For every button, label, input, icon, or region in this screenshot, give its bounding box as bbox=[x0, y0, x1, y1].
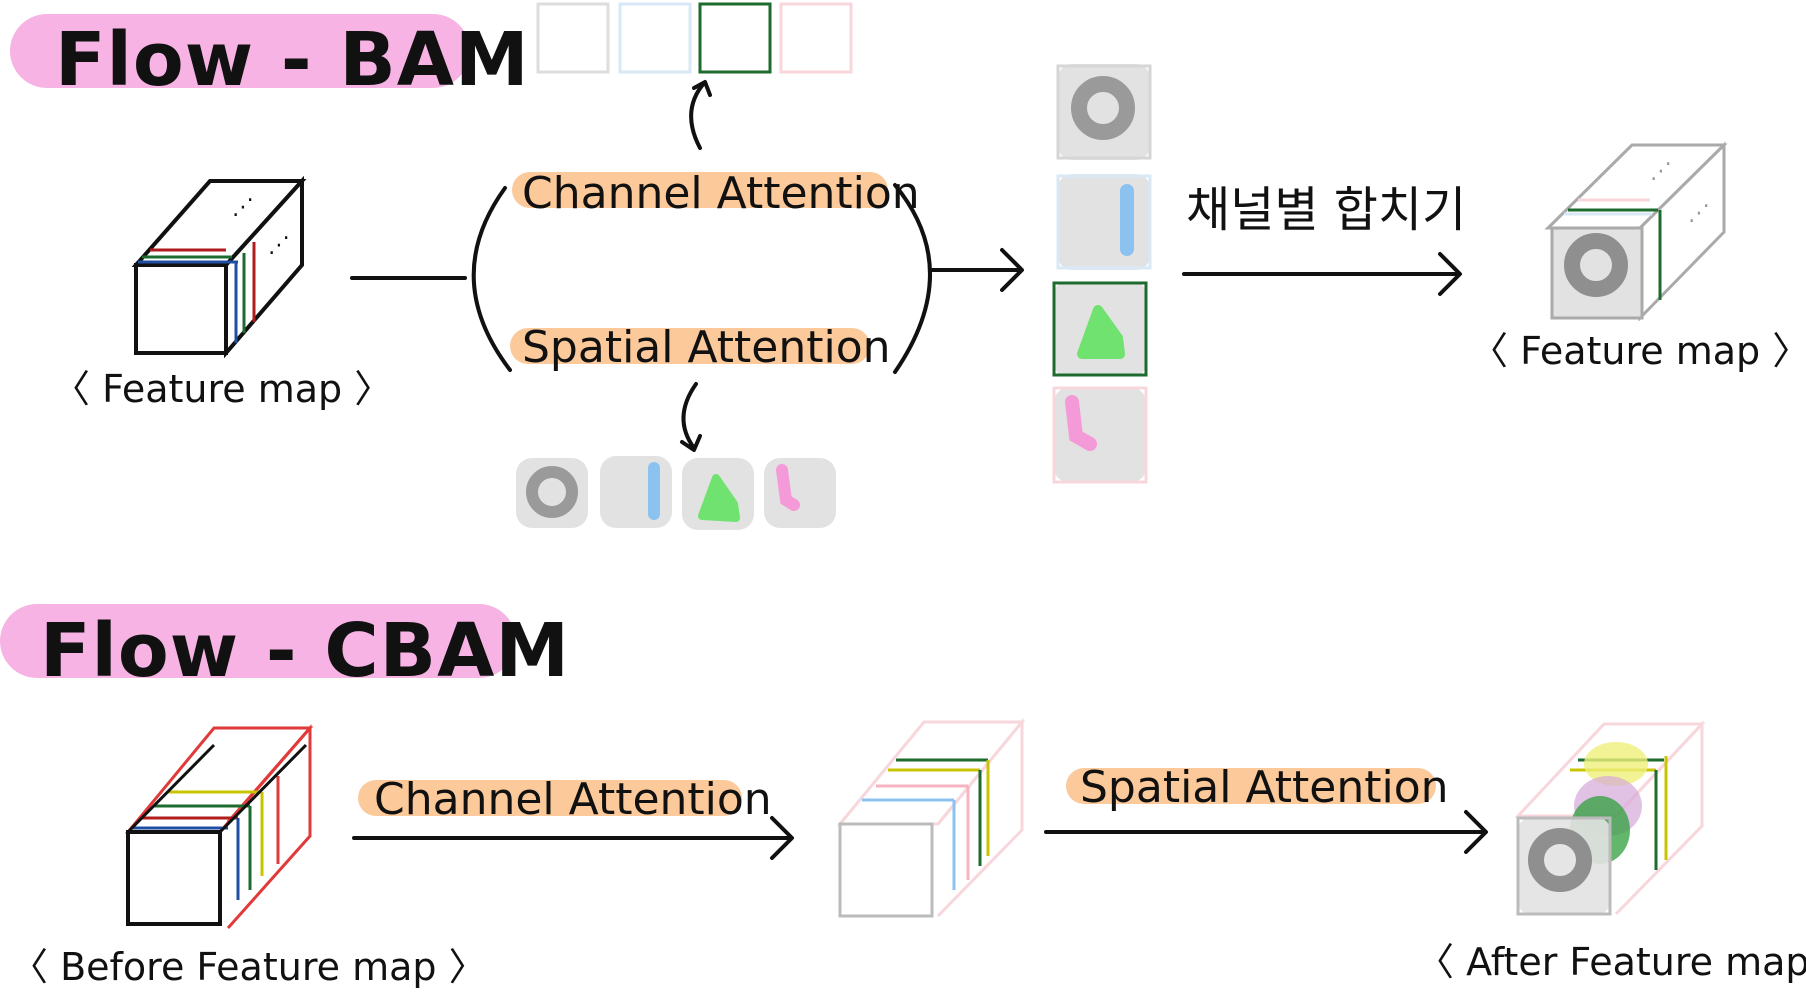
bam-input-caption: 〈 Feature map 〉 bbox=[52, 367, 392, 411]
bam-merge-arrow bbox=[1184, 254, 1460, 294]
bam-section: Flow - BAM ⋰ ⋰ 〈 Feature map 〉 Channel A… bbox=[10, 4, 1806, 530]
bam-refined-stack bbox=[1054, 64, 1150, 482]
cbam-intermediate-cube bbox=[840, 722, 1022, 916]
bam-merge-label: 채널별 합치기 bbox=[1186, 182, 1466, 238]
bam-output-feature-cube: ⋰ ⋰ bbox=[1548, 145, 1724, 318]
bam-output-arrow bbox=[930, 250, 1022, 290]
cbam-spatial-arrow bbox=[1046, 812, 1486, 852]
bam-input-feature-cube: ⋰ ⋰ bbox=[136, 181, 302, 353]
svg-text:⋰: ⋰ bbox=[268, 233, 290, 258]
cbam-title: Flow - CBAM bbox=[40, 608, 570, 694]
cbam-output-caption: 〈 After Feature map 〉 bbox=[1416, 940, 1806, 984]
cbam-before-feature-cube bbox=[128, 728, 310, 928]
spatial-attention-maps bbox=[516, 456, 836, 530]
cbam-after-feature-cube bbox=[1518, 724, 1702, 914]
bam-channel-attention-label: Channel Attention bbox=[522, 168, 920, 219]
channel-weight-boxes bbox=[538, 4, 851, 72]
channel-up-arrow bbox=[691, 82, 710, 148]
bam-left-bracket bbox=[474, 188, 510, 370]
cbam-spatial-attention-label: Spatial Attention bbox=[1080, 762, 1449, 813]
svg-text:⋰: ⋰ bbox=[232, 195, 254, 220]
bam-spatial-attention-label: Spatial Attention bbox=[522, 322, 891, 373]
bam-title: Flow - BAM bbox=[55, 17, 530, 103]
svg-text:⋰: ⋰ bbox=[1688, 201, 1710, 226]
cbam-section: Flow - CBAM 〈 Before Feature map 〉 Chann… bbox=[0, 604, 1806, 989]
svg-text:⋰: ⋰ bbox=[1650, 159, 1672, 184]
bam-output-caption: 〈 Feature map 〉 bbox=[1470, 329, 1806, 373]
cbam-channel-attention-label: Channel Attention bbox=[374, 774, 772, 825]
cbam-input-caption: 〈 Before Feature map 〉 bbox=[10, 945, 487, 989]
spatial-down-arrow bbox=[682, 384, 700, 450]
